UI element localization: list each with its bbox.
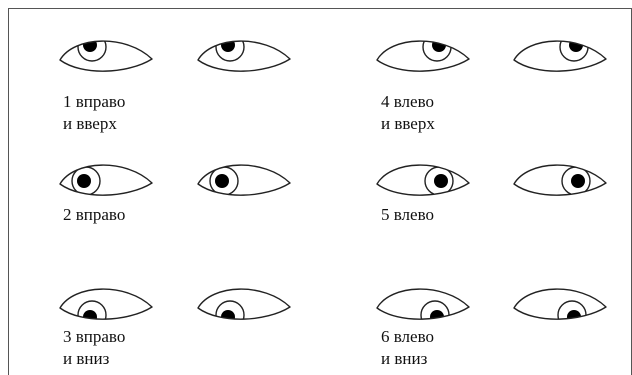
pupil: [221, 310, 235, 324]
label-group-6-line2: и вниз: [381, 348, 434, 370]
eye-outline: [514, 289, 606, 319]
eye-outline: [198, 165, 290, 195]
eye-outline: [60, 165, 152, 195]
eye-g4-right: [514, 33, 606, 71]
eye-outline: [377, 289, 469, 319]
eye-g5-left: [377, 165, 469, 195]
pupil: [434, 174, 448, 188]
label-group-1-line1: 1 вправо: [63, 91, 125, 113]
label-group-4-line1: 4 влево: [381, 91, 435, 113]
label-group-3: 3 вправо и вниз: [63, 326, 125, 370]
eye-g2-right: [198, 165, 290, 195]
eye-outline: [514, 165, 606, 195]
label-group-6: 6 влево и вниз: [381, 326, 434, 370]
label-group-6-line1: 6 влево: [381, 326, 434, 348]
eye-g2-left: [60, 165, 152, 195]
eye-g5-right: [514, 165, 606, 195]
eye-g1-left: [60, 33, 152, 71]
eye-g6-left: [377, 289, 469, 329]
pupil: [83, 38, 97, 52]
label-group-1: 1 вправо и вверх: [63, 91, 125, 135]
label-group-4: 4 влево и вверх: [381, 91, 435, 135]
pupil: [83, 310, 97, 324]
label-group-2-line1: 2 вправо: [63, 204, 125, 226]
eye-g3-right: [198, 289, 290, 329]
eye-g6-right: [514, 289, 606, 329]
pupil: [571, 174, 585, 188]
label-group-5: 5 влево: [381, 204, 434, 226]
label-group-3-line1: 3 вправо: [63, 326, 125, 348]
label-group-1-line2: и вверх: [63, 113, 125, 135]
eye-g4-left: [377, 33, 469, 71]
eye-g3-left: [60, 289, 152, 329]
pupil: [221, 38, 235, 52]
label-group-5-line1: 5 влево: [381, 204, 434, 226]
label-group-3-line2: и вниз: [63, 348, 125, 370]
pupil: [215, 174, 229, 188]
label-group-4-line2: и вверх: [381, 113, 435, 135]
label-group-2: 2 вправо: [63, 204, 125, 226]
eye-outline: [377, 165, 469, 195]
pupil: [77, 174, 91, 188]
eye-g1-right: [198, 33, 290, 71]
